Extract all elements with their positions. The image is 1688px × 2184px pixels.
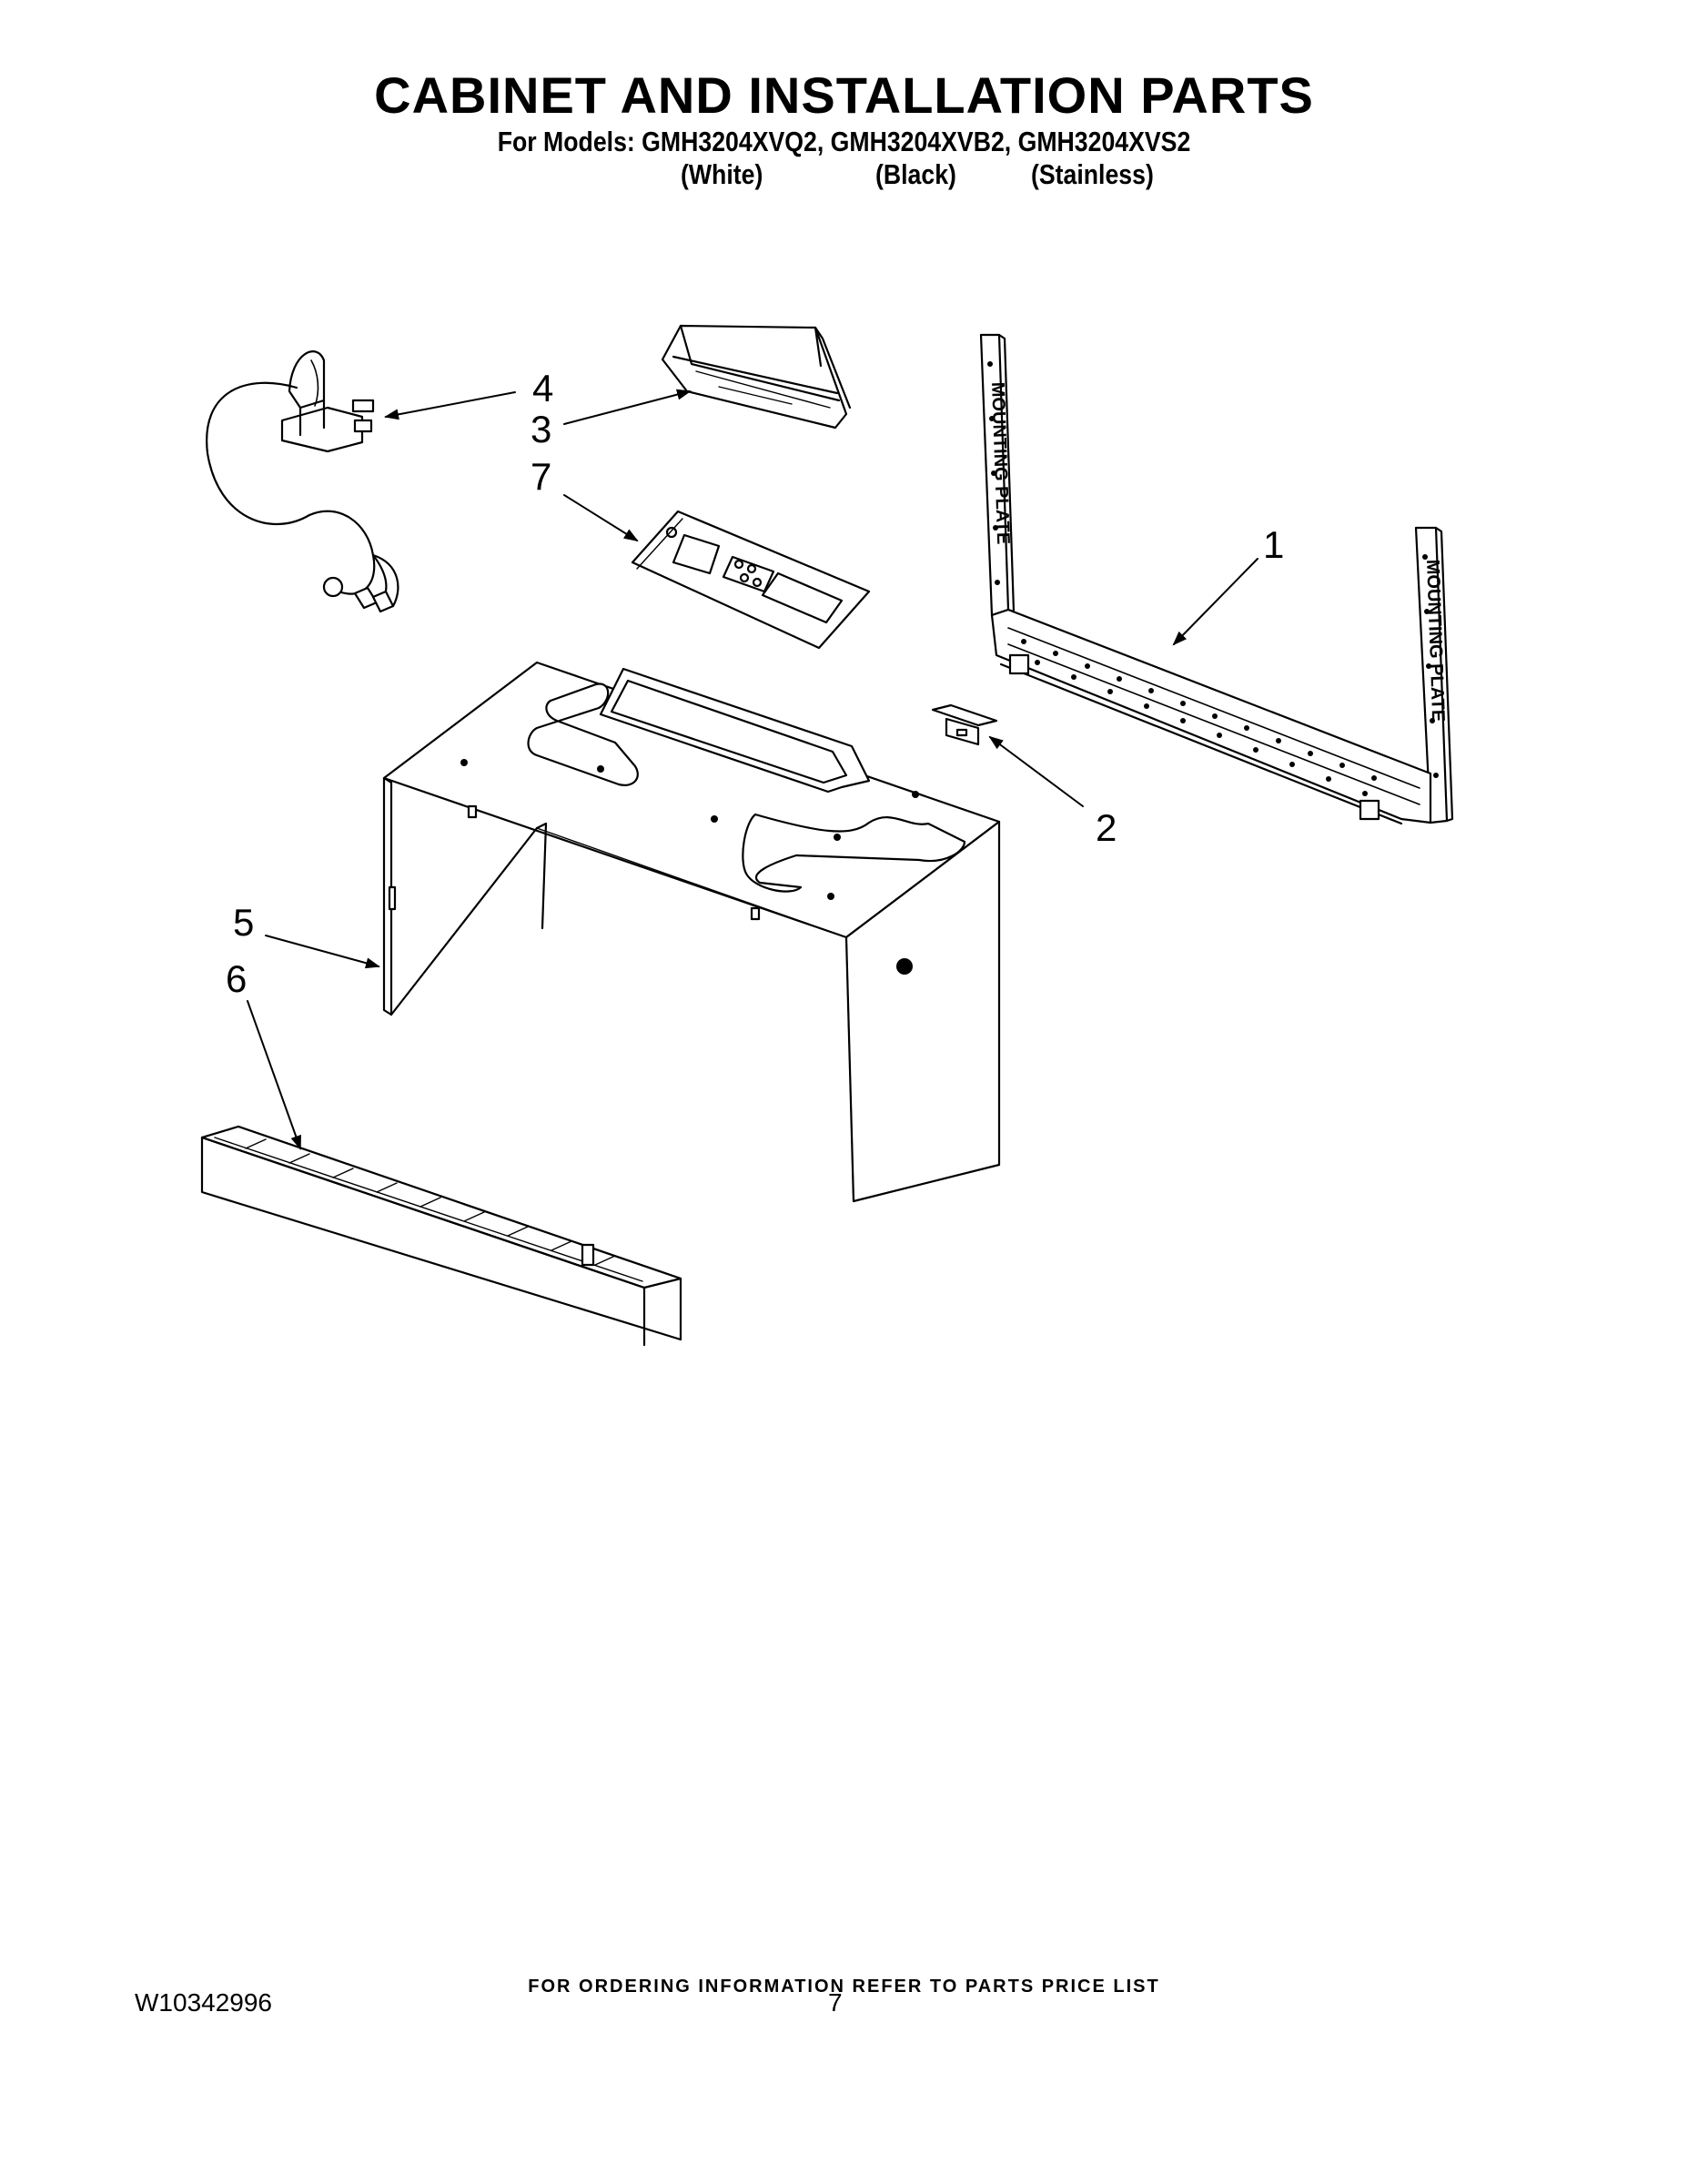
mounting-plate-part: MOUNTING PLATE MOUNTING PLATE: [979, 333, 1454, 825]
page-number: 7: [828, 1988, 843, 2017]
ordering-note: FOR ORDERING INFORMATION REFER TO PARTS …: [528, 1977, 1160, 1997]
power-cord-part: [206, 350, 399, 613]
cover-plate-part: [631, 510, 871, 650]
callout-leaders: [247, 389, 1258, 1150]
grille-part: [200, 1125, 682, 1347]
callout-7: 7: [531, 455, 552, 498]
callout-6: 6: [226, 957, 248, 1000]
variant-white: (White): [681, 158, 763, 190]
small-bracket-part: [931, 703, 998, 746]
variant-stainless: (Stainless): [1031, 158, 1154, 190]
callout-3: 3: [531, 408, 552, 450]
variant-black: (Black): [875, 158, 956, 190]
callout-4: 4: [532, 367, 554, 410]
callout-2: 2: [1096, 806, 1117, 849]
page-title: CABINET AND INSTALLATION PARTS: [374, 66, 1314, 124]
callout-1: 1: [1263, 523, 1285, 566]
models-line: For Models: GMH3204XVQ2, GMH3204XVB2, GM…: [497, 126, 1191, 157]
document-number: W10342996: [135, 1988, 273, 2017]
cabinet-wrapper-part: [382, 661, 1001, 1203]
callout-5: 5: [233, 901, 255, 944]
top-vent-part: [661, 324, 852, 430]
